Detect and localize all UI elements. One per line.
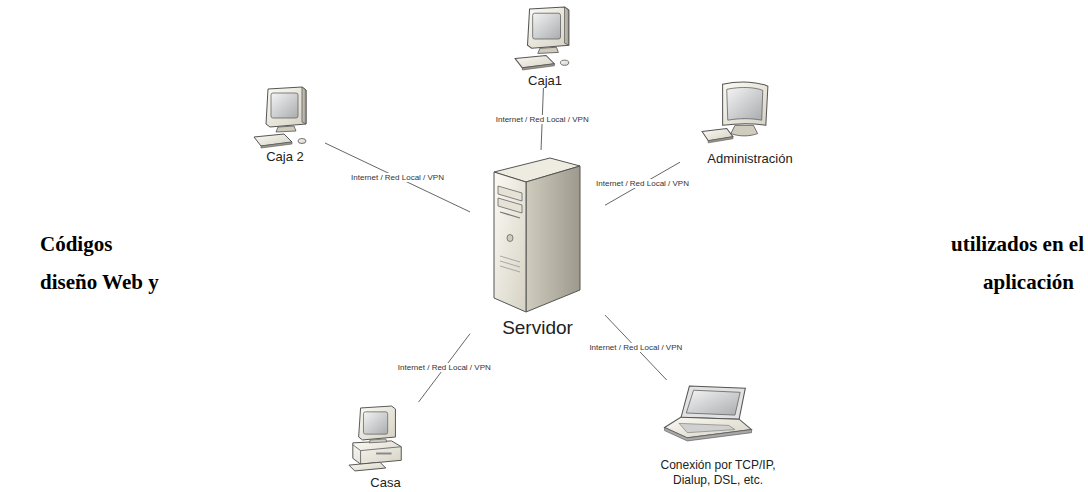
computer-node: Administración [680, 78, 820, 166]
computer-node: Caja 2 [245, 84, 325, 164]
heading-fragment: Códigos [40, 232, 112, 256]
link-label: Internet / Red Local / VPN [397, 363, 492, 372]
node-label: Caja1 [528, 73, 562, 88]
server-node: Servidor [470, 150, 605, 338]
link-label: Internet / Red Local / VPN [588, 343, 683, 352]
node-label: Administración [707, 151, 792, 166]
link-label: Internet / Red Local / VPN [595, 179, 690, 188]
heading-fragment: aplicación [983, 270, 1074, 294]
computer-node: Conexión por TCP/IP, Dialup, DSL, etc. [618, 380, 818, 488]
network-link [325, 143, 470, 212]
node-label: Caja 2 [266, 149, 304, 164]
heading-fragment: utilizados en el [951, 232, 1084, 256]
node-label: Casa [370, 475, 400, 490]
heading-fragment: diseño Web y [40, 270, 159, 294]
link-line [325, 143, 470, 212]
node-label: Servidor [502, 317, 573, 338]
link-label: Internet / Red Local / VPN [495, 115, 590, 124]
node-label: Conexión por TCP/IP, Dialup, DSL, etc. [643, 458, 793, 488]
computer-node: Caja1 [505, 4, 585, 88]
computer-node: Casa [343, 402, 428, 490]
link-label: Internet / Red Local / VPN [350, 173, 445, 182]
